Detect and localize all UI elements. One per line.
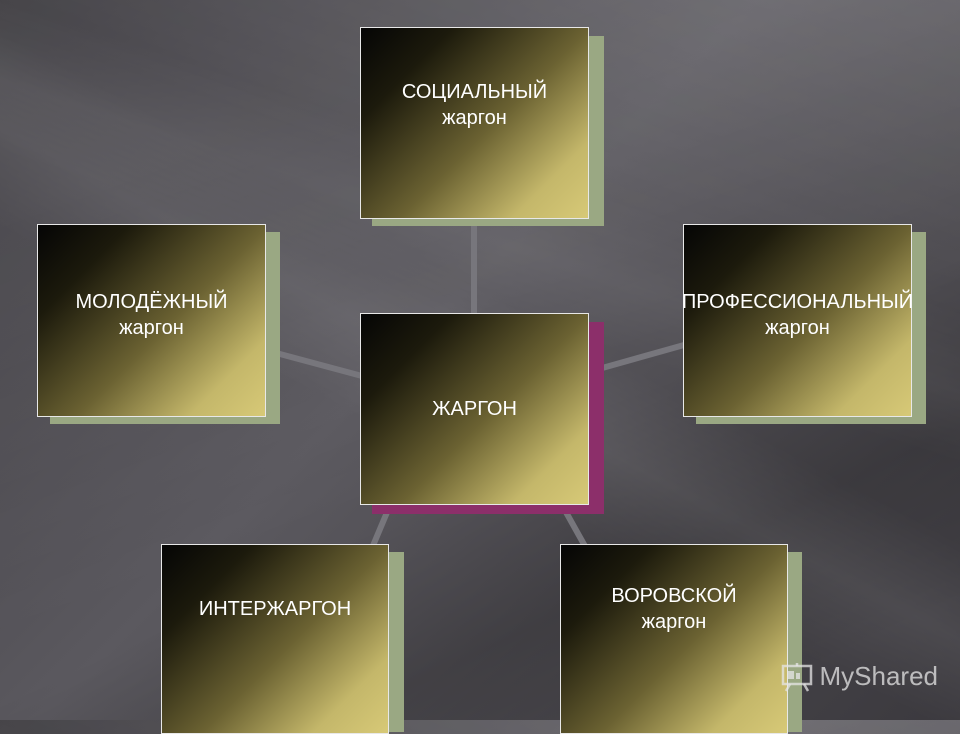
node-social: СОЦИАЛЬНЫЙ жаргон xyxy=(360,27,589,219)
node-youth-subtitle: жаргон xyxy=(119,316,184,339)
node-inter-title: ИНТЕРЖАРГОН xyxy=(198,598,352,620)
connector-left xyxy=(264,347,363,379)
node-thieves-title: ВОРОВСКОЙ xyxy=(611,585,737,607)
connector-right xyxy=(587,342,685,375)
node-inter: ИНТЕРЖАРГОН xyxy=(161,544,389,734)
node-social-subtitle: жаргон xyxy=(442,107,507,129)
connector-bottom-left xyxy=(369,508,391,550)
node-center: ЖАРГОН xyxy=(360,313,589,505)
node-thieves: ВОРОВСКОЙ жаргон xyxy=(560,544,788,734)
watermark-text: MyShared xyxy=(819,661,939,691)
node-center-title: ЖАРГОН xyxy=(432,398,517,420)
node-social-title: СОЦИАЛЬНЫЙ xyxy=(401,81,548,103)
node-youth-title: МОЛОДЁЖНЫЙ xyxy=(75,290,228,313)
node-thieves-subtitle: жаргон xyxy=(641,611,707,633)
watermark-logo: MyShared xyxy=(780,661,939,692)
node-professional: ПРОФЕССИОНАЛЬНЫЙ жаргон xyxy=(681,224,914,417)
node-youth: МОЛОДЁЖНЫЙ жаргон xyxy=(37,224,266,417)
node-professional-title: ПРОФЕССИОНАЛЬНЫЙ xyxy=(681,290,914,313)
presentation-board-icon xyxy=(781,662,812,692)
node-professional-subtitle: жаргон xyxy=(765,316,830,339)
